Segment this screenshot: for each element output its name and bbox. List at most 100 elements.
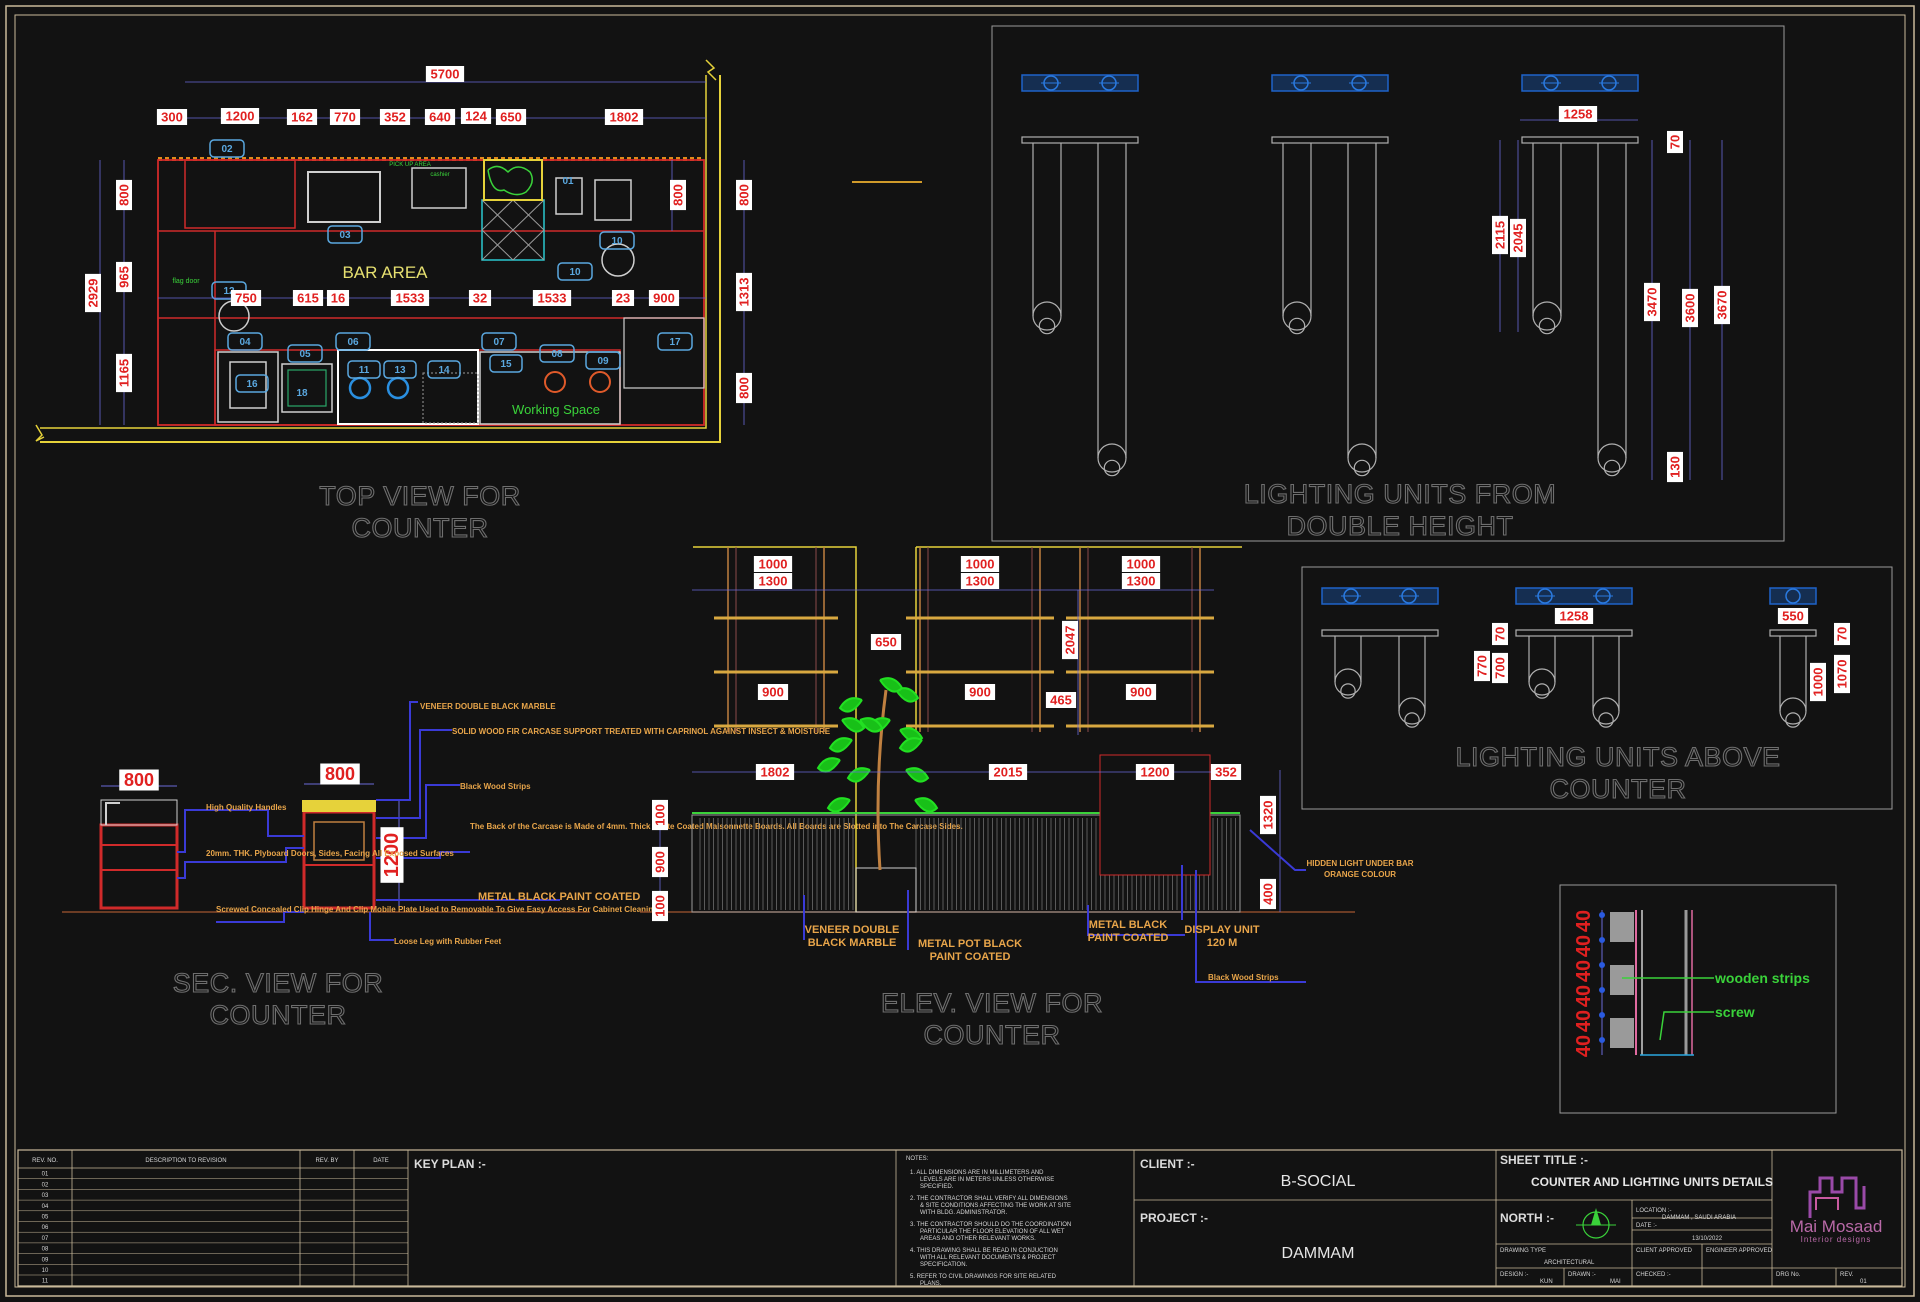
dim-elev-l2: 1200 [1135,764,1175,780]
dim-dbl-5-text: 3600 [1683,294,1698,323]
dim-elev-l0-text: 1802 [761,765,790,780]
dim-elev-l3: 352 [1210,764,1242,780]
note-elev-hidden-light-1: HIDDEN LIGHT UNDER BAR [1306,859,1413,868]
dim-left-3-text: 1165 [117,359,132,387]
dim-elev-u10: 2047 [1062,620,1078,660]
dim-elev-u11-text: 465 [1050,693,1072,708]
dim-mid-7-text: 900 [653,291,675,306]
dim-elev-u2: 1000 [960,556,1000,572]
dim-mid-4-text: 32 [473,291,487,306]
dim-left-3: 1165 [116,353,132,393]
dim-dbl-3: 2045 [1510,218,1526,258]
dim-dbl-2: 2115 [1492,215,1508,255]
dim-left-2: 965 [116,261,132,293]
note-elev-veneer-2: BLACK MARBLE [808,937,897,949]
revision-number: 03 [42,1193,49,1199]
dim-elev-u8: 900 [964,684,996,700]
note-plywood: 20mm. THK. Plyboard Doors, Sides, Facing… [206,849,454,858]
dim-top-0-text: 5700 [431,67,460,82]
equipment-tag: 11 [359,365,370,376]
section-notes: VENEER DOUBLE BLACK MARBLE SOLID WOOD FI… [206,702,963,946]
dim-dbl-6: 3670 [1714,285,1730,325]
note-handles: High Quality Handles [206,803,287,812]
dim-elev-l5-text: 900 [653,851,668,873]
equipment-tag: 10 [611,236,623,247]
dim-elev-l6-text: 100 [653,895,668,917]
dim-ctr-0-text: 1258 [1560,609,1589,624]
logo-name: Mai Mosaad [1790,1217,1883,1236]
dim-elev-l5: 900 [652,846,668,878]
revision-number: 10 [42,1268,49,1274]
dim-sec-1-text: 800 [325,764,355,784]
note-loose-leg: Loose Leg with Rubber Feet [394,937,501,946]
dim-elev-l0: 1802 [755,764,795,780]
drawn-label: DRAWN :- [1568,1272,1596,1278]
dim-left-1-text: 800 [117,184,132,206]
note-elev-metal-black-2: PAINT COATED [1088,932,1169,944]
revision-number: 07 [42,1236,49,1242]
company-logo: Mai Mosaad Interior designs [1790,1176,1883,1244]
rev-header-date: DATE [373,1158,389,1164]
equipment-tag: 12 [223,286,235,297]
dim-top-7-text: 124 [465,109,487,124]
dim-top-2: 1200 [220,108,260,124]
design-value: KUN [1540,1279,1553,1285]
revision-number: 02 [42,1182,49,1188]
dim-ctr-3: 700 [1492,652,1508,684]
dim-dbl-1-text: 70 [1668,135,1683,149]
dim-detail-4: 40 [1573,1010,1595,1032]
dim-elev-u6-text: 650 [875,635,897,650]
equipment-tag: 15 [500,359,512,370]
dim-elev-u9-text: 900 [1130,685,1152,700]
pickup-area-label: PICK UP AREA [389,162,431,168]
dim-elev-u5-text: 1300 [1127,574,1156,589]
dim-left-0-text: 2929 [86,279,101,308]
dim-top-5: 352 [379,109,411,125]
dim-ctr-4: 550 [1777,608,1809,624]
dim-detail-3: 40 [1573,985,1595,1007]
dim-right-1: 800 [736,179,752,211]
general-note: 4. THIS DRAWING SHALL BE READ IN CONJUCT… [910,1248,1058,1268]
dim-ctr-2: 770 [1474,650,1490,682]
dim-elev-u5: 1300 [1121,573,1161,589]
project-label: PROJECT :- [1140,1211,1208,1225]
dim-top-4: 770 [329,109,361,125]
checked-label: CHECKED :- [1636,1272,1671,1278]
bar-area-label: BAR AREA [342,263,428,282]
equipment-tag: 09 [597,356,609,367]
general-notes: 1. ALL DIMENSIONS ARE IN MILLIMETERS AND… [910,1170,1071,1287]
dim-elev-l8-text: 400 [1261,883,1276,905]
equipment-tag: 08 [551,349,563,360]
dim-elev-u8-text: 900 [969,685,991,700]
project-value: DAMMAM [1282,1245,1355,1262]
dim-elev-l1: 2015 [988,764,1028,780]
dim-elev-l1-text: 2015 [994,765,1023,780]
dim-left-0: 2929 [85,273,101,313]
dim-detail-2: 40 [1573,960,1595,982]
dim-elev-u11: 465 [1045,692,1077,708]
equipment-tag: 02 [221,144,233,155]
note-solid-wood: SOLID WOOD FIR CARCASE SUPPORT TREATED W… [452,727,831,736]
top-view-title-2: COUNTER [352,513,489,543]
dim-top-3: 162 [286,109,318,125]
dim-top-7: 124 [460,108,492,124]
dim-elev-l7: 1320 [1260,795,1276,835]
dim-elev-u3: 1300 [960,573,1000,589]
rev-header-no: REV. NO. [32,1158,58,1164]
date-label: DATE :- [1636,1223,1657,1229]
equipment-tag: 04 [239,337,251,348]
dim-top-9-text: 1802 [610,110,639,125]
dim-dbl-1: 70 [1667,130,1683,154]
dim-top-9: 1802 [604,109,644,125]
equipment-tag: 07 [493,337,505,348]
dim-ctr-6-text: 1000 [1811,668,1826,697]
dim-elev-u7: 900 [757,684,789,700]
general-note: 5. REFER TO CIVIL DRAWINGS FOR SITE RELA… [910,1274,1057,1287]
dim-detail-5: 40 [1573,1035,1595,1057]
dim-ctr-7: 1070 [1834,654,1850,694]
revision-number: 06 [42,1225,49,1231]
client-label: CLIENT :- [1140,1157,1195,1171]
dim-ctr-1: 70 [1492,622,1508,646]
